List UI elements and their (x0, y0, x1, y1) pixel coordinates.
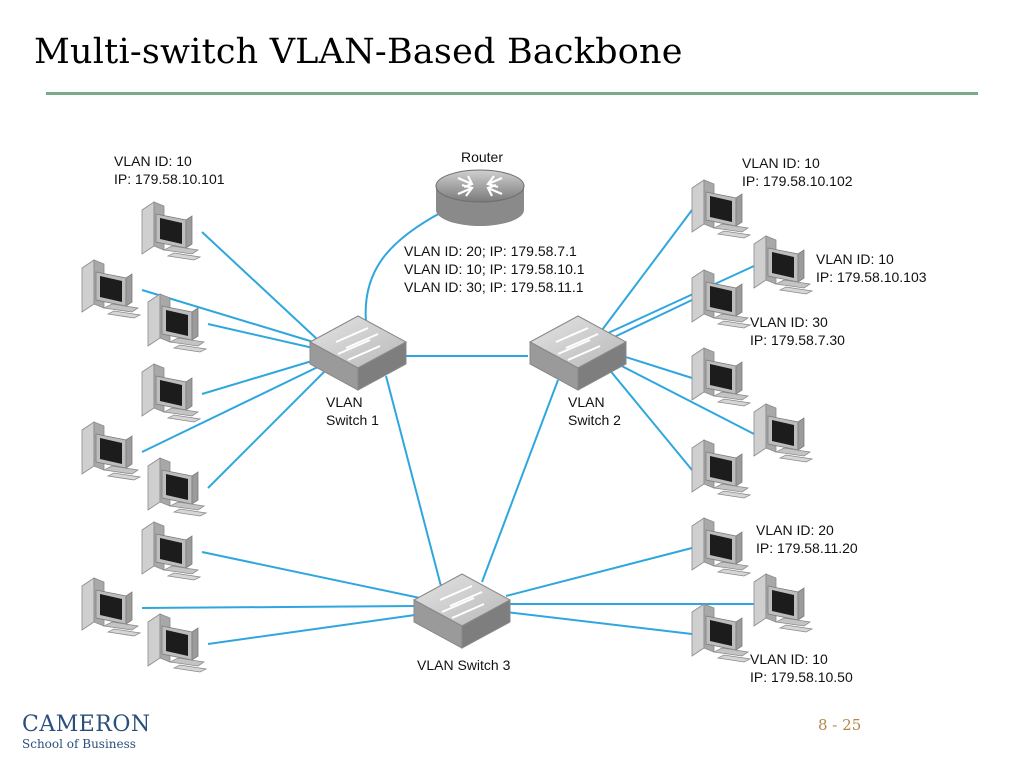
switch-3-label: VLAN Switch 3 (417, 657, 511, 673)
computer-icon (691, 269, 752, 329)
link-computer-13 (201, 551, 421, 599)
computer-icon (147, 613, 208, 673)
link-computer-9 (607, 299, 693, 341)
link-computer-12 (607, 367, 693, 471)
link-computer-8 (605, 265, 755, 335)
computer-icon (81, 259, 142, 319)
computer-icon (81, 577, 142, 637)
switch-3-icon (412, 573, 512, 649)
host-label-6-vlan: VLAN ID: 10 (750, 651, 828, 667)
computer-icon (691, 603, 752, 663)
link-router-switch1 (364, 211, 443, 323)
computer-icon (141, 363, 202, 423)
host-label-1-ip: IP: 179.58.10.101 (114, 171, 225, 187)
link-computer-15 (207, 613, 423, 645)
computer-icon (753, 573, 814, 633)
link-computer-14 (141, 605, 421, 609)
host-label-1-vlan: VLAN ID: 10 (114, 153, 192, 169)
host-label-2-ip: IP: 179.58.10.102 (742, 173, 853, 189)
computer-icon (753, 235, 814, 295)
host-label-5-ip: IP: 179.58.11.20 (756, 540, 858, 556)
router-vlan-line-1: VLAN ID: 20; IP: 179.58.7.1 (404, 243, 577, 259)
computer-icon (691, 347, 752, 407)
link-computer-3 (207, 323, 323, 351)
slide-title: Multi-switch VLAN-Based Backbone (34, 32, 683, 72)
computer-icon (753, 403, 814, 463)
computer-icon (141, 201, 202, 261)
link-computer-18 (505, 611, 693, 635)
link-computer-11 (609, 359, 755, 435)
computer-icon (141, 521, 202, 581)
switch-1-label-line-1: VLAN (326, 394, 363, 410)
link-computer-2 (141, 289, 321, 345)
computer-icon (691, 517, 752, 577)
link-computer-16 (505, 547, 693, 597)
router-label: Router (461, 149, 503, 165)
switch-1-icon (308, 315, 408, 391)
link-computer-6 (207, 369, 327, 489)
school-logo-subtitle: School of Business (22, 737, 136, 751)
title-divider (46, 92, 978, 95)
host-label-6-ip: IP: 179.58.10.50 (750, 669, 853, 685)
page-number: 8 - 25 (818, 716, 862, 734)
link-computer-4 (201, 357, 323, 395)
switch-2-label-line-1: VLAN (568, 394, 605, 410)
switch-1-label-line-2: Switch 1 (326, 412, 379, 428)
host-label-3-ip: IP: 179.58.10.103 (816, 269, 927, 285)
host-label-4-ip: IP: 179.58.7.30 (750, 332, 845, 348)
link-computer-1 (201, 231, 319, 341)
link-computer-7 (601, 209, 693, 331)
computer-icon (147, 293, 208, 353)
host-label-5-vlan: VLAN ID: 20 (756, 522, 834, 538)
link-switch1-switch3 (385, 375, 443, 591)
school-logo-name: CAMERON (22, 712, 151, 737)
network-links (141, 209, 755, 645)
host-label-3-vlan: VLAN ID: 10 (816, 251, 894, 267)
computer-icon (147, 457, 208, 517)
host-label-2-vlan: VLAN ID: 10 (742, 155, 820, 171)
link-switch2-switch3 (481, 379, 559, 583)
computers (81, 179, 814, 673)
host-label-4-vlan: VLAN ID: 30 (750, 314, 828, 330)
computer-icon (691, 179, 752, 239)
link-computer-5 (141, 363, 325, 453)
router-vlan-line-3: VLAN ID: 30; IP: 179.58.11.1 (404, 279, 584, 295)
router-vlan-line-2: VLAN ID: 10; IP: 179.58.10.1 (404, 261, 585, 277)
router-icon (435, 169, 525, 226)
computer-icon (691, 439, 752, 499)
switch-2-icon (528, 315, 628, 391)
computer-icon (81, 421, 142, 481)
switch-2-label-line-2: Switch 2 (568, 412, 621, 428)
